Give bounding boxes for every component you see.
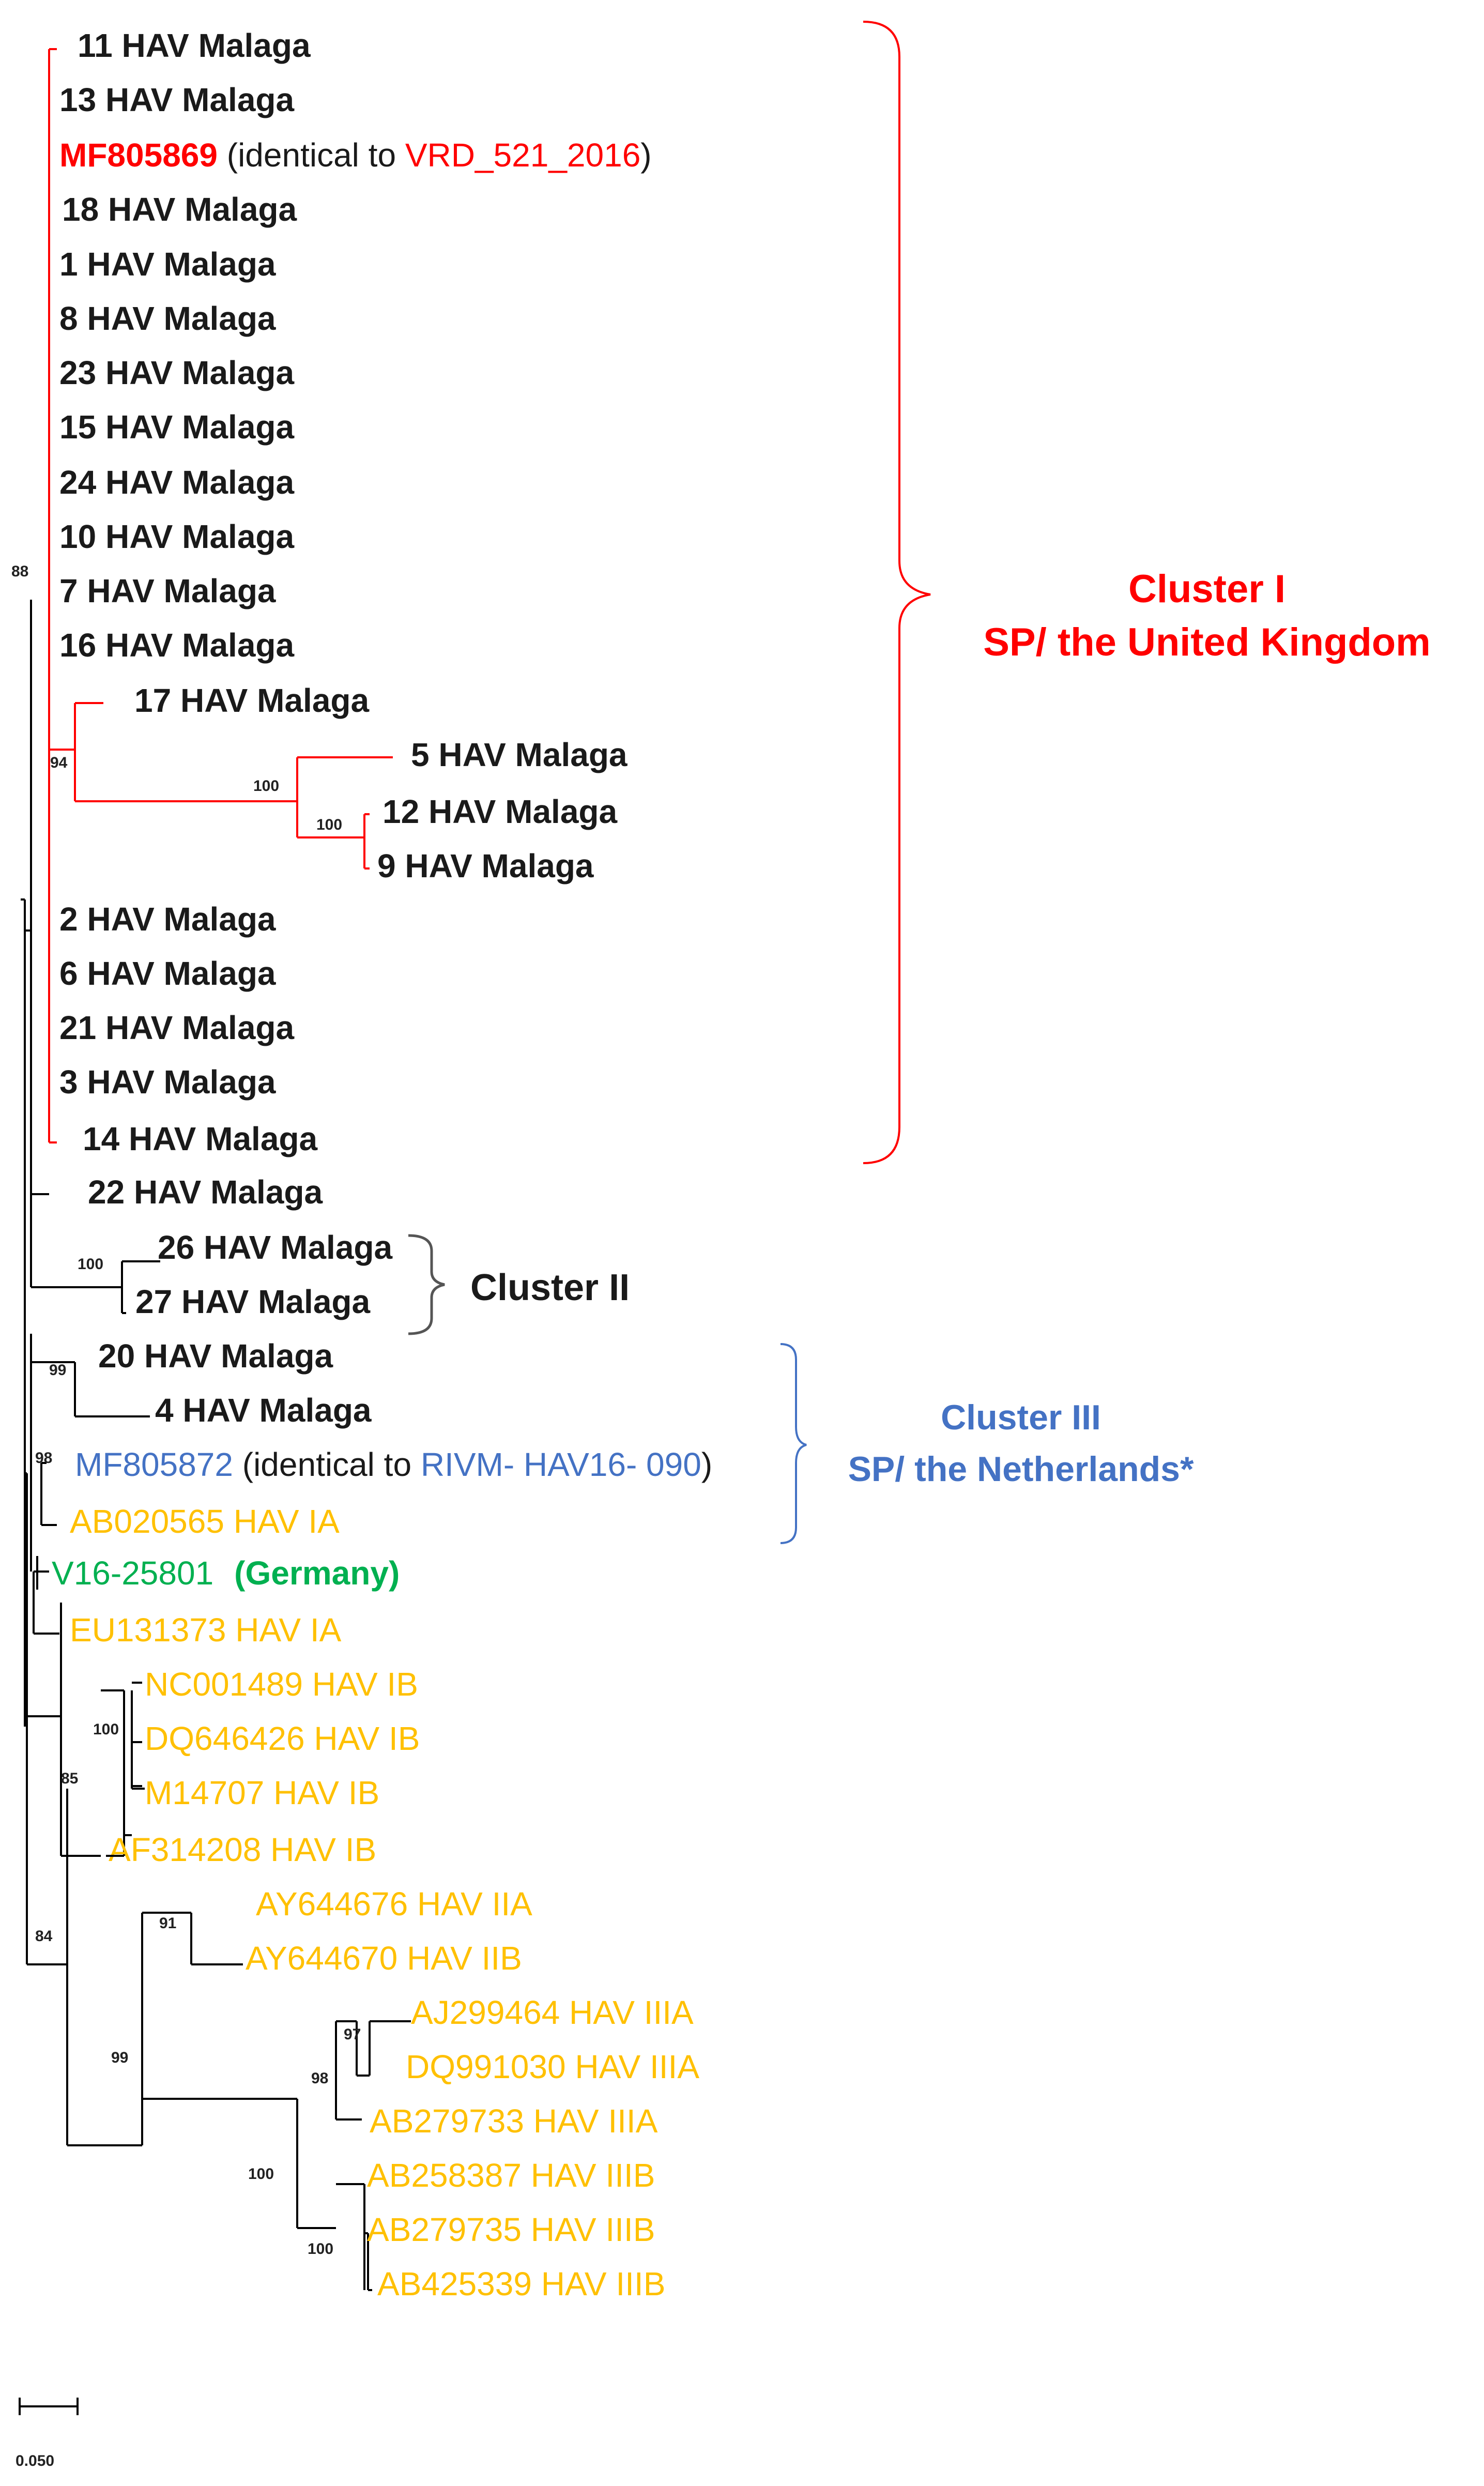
leaf-mf805869: MF805869 (identical to VRD_521_2016) <box>59 136 652 174</box>
leaf-label: 15 HAV Malaga <box>59 408 295 446</box>
bootstrap-value: 100 <box>253 777 279 795</box>
leaf-label: AJ299464 HAV IIIA <box>411 1994 694 2031</box>
leaf-label: AB425339 HAV IIIB <box>377 2265 665 2302</box>
leaf-label: 9 HAV Malaga <box>377 847 594 884</box>
bootstrap-value: 99 <box>49 1362 66 1379</box>
cluster-one-bracket <box>863 21 931 1164</box>
bootstrap-value: 97 <box>344 2026 361 2043</box>
bootstrap-value: 88 <box>11 563 28 580</box>
bootstrap-value: 84 <box>35 1928 53 1945</box>
cluster-three-leaves: 20 HAV Malaga 4 HAV Malaga MF805872 (ide… <box>70 1337 712 1540</box>
leaf-label: 23 HAV Malaga <box>59 354 295 391</box>
cluster-two-title: Cluster II <box>470 1267 630 1308</box>
bootstrap-value: 100 <box>248 2165 274 2183</box>
leaf-label: 11 HAV Malaga <box>78 27 311 64</box>
germany-leaf: V16-25801(Germany) <box>36 1554 400 1592</box>
cluster-two-leaves: 22 HAV Malaga 26 HAV Malaga 27 HAV Malag… <box>88 1173 393 1320</box>
leaf-label: 5 HAV Malaga <box>411 736 628 773</box>
leaf-label: 21 HAV Malaga <box>59 1009 295 1046</box>
leaf-label: 14 HAV Malaga <box>83 1120 318 1157</box>
leaf-label: DQ646426 HAV IB <box>145 1720 420 1757</box>
scale-bar <box>19 2398 79 2415</box>
leaf-label: 22 HAV Malaga <box>88 1173 323 1211</box>
leaf-germany: V16-25801(Germany) <box>52 1554 400 1592</box>
genotype-leaves: EU131373 HAV IA NC001489 HAV IB DQ646426… <box>70 1611 699 2302</box>
cluster-three-bracket <box>780 1343 807 1544</box>
bootstrap-value: 100 <box>93 1721 119 1738</box>
scale-bar-label: 0.050 <box>16 2452 54 2469</box>
leaf-label: 16 HAV Malaga <box>59 627 295 664</box>
leaf-label: 2 HAV Malaga <box>59 901 276 938</box>
leaf-label: 27 HAV Malaga <box>135 1283 371 1320</box>
leaf-label: AB279735 HAV IIIB <box>367 2211 655 2248</box>
genotype-branches <box>106 1682 142 1857</box>
leaf-label: NC001489 HAV IB <box>145 1666 418 1703</box>
cluster-two-bracket <box>408 1234 445 1335</box>
cluster-three-subtitle: SP/ the Netherlands* <box>848 1450 1194 1489</box>
leaf-label: EU131373 HAV IA <box>70 1611 342 1649</box>
leaf-label: AY644670 HAV IIB <box>246 1940 522 1977</box>
bootstrap-value: 100 <box>316 816 342 833</box>
bootstrap-value: 85 <box>61 1770 78 1787</box>
leaf-label: AB020565 HAV IA <box>70 1503 340 1540</box>
bootstrap-value: 100 <box>308 2240 333 2258</box>
leaf-label: AY644676 HAV IIA <box>256 1885 532 1923</box>
leaf-label: 18 HAV Malaga <box>62 191 297 228</box>
bootstrap-value: 99 <box>111 2049 128 2066</box>
bootstrap-value: 100 <box>78 1256 103 1273</box>
leaf-label: 6 HAV Malaga <box>59 955 276 992</box>
leaf-label: 17 HAV Malaga <box>134 682 370 719</box>
bootstrap-value: 98 <box>311 2070 328 2087</box>
leaf-label: AF314208 HAV IB <box>109 1831 376 1868</box>
tree-branches <box>21 48 411 2291</box>
leaf-label: 20 HAV Malaga <box>98 1337 333 1375</box>
leaf-label: 8 HAV Malaga <box>59 300 276 337</box>
bootstrap-value: 98 <box>35 1450 52 1467</box>
cluster-three-title: Cluster III <box>941 1398 1101 1437</box>
leaf-label: DQ991030 HAV IIIA <box>406 2048 699 2085</box>
leaf-label: 3 HAV Malaga <box>59 1063 276 1101</box>
cluster-one-subtitle: SP/ the United Kingdom <box>983 620 1431 664</box>
leaf-label: AB279733 HAV IIIA <box>370 2102 658 2140</box>
leaf-label: 26 HAV Malaga <box>158 1229 393 1266</box>
leaf-label: 24 HAV Malaga <box>59 464 295 501</box>
leaf-label: 1 HAV Malaga <box>59 246 276 283</box>
leaf-label: AB258387 HAV IIIB <box>367 2157 655 2194</box>
leaf-label: M14707 HAV IB <box>145 1774 379 1811</box>
cluster-one-leaves: 11 HAV Malaga 13 HAV Malaga MF805869 (id… <box>59 27 652 1157</box>
cluster-one-title: Cluster I <box>1128 567 1286 611</box>
leaf-label: 13 HAV Malaga <box>59 81 295 118</box>
bootstrap-value: 91 <box>159 1915 176 1932</box>
leaf-label: 10 HAV Malaga <box>59 518 295 555</box>
leaf-label: 12 HAV Malaga <box>383 793 618 830</box>
leaf-label: 4 HAV Malaga <box>155 1392 372 1429</box>
bootstrap-value: 94 <box>50 754 68 771</box>
leaf-mf805872: MF805872 (identical to RIVM- HAV16- 090) <box>75 1446 712 1483</box>
leaf-label: 7 HAV Malaga <box>59 572 276 609</box>
bootstrap-values: 88 94 100 100 100 99 98 100 85 84 91 99 … <box>11 563 361 2258</box>
